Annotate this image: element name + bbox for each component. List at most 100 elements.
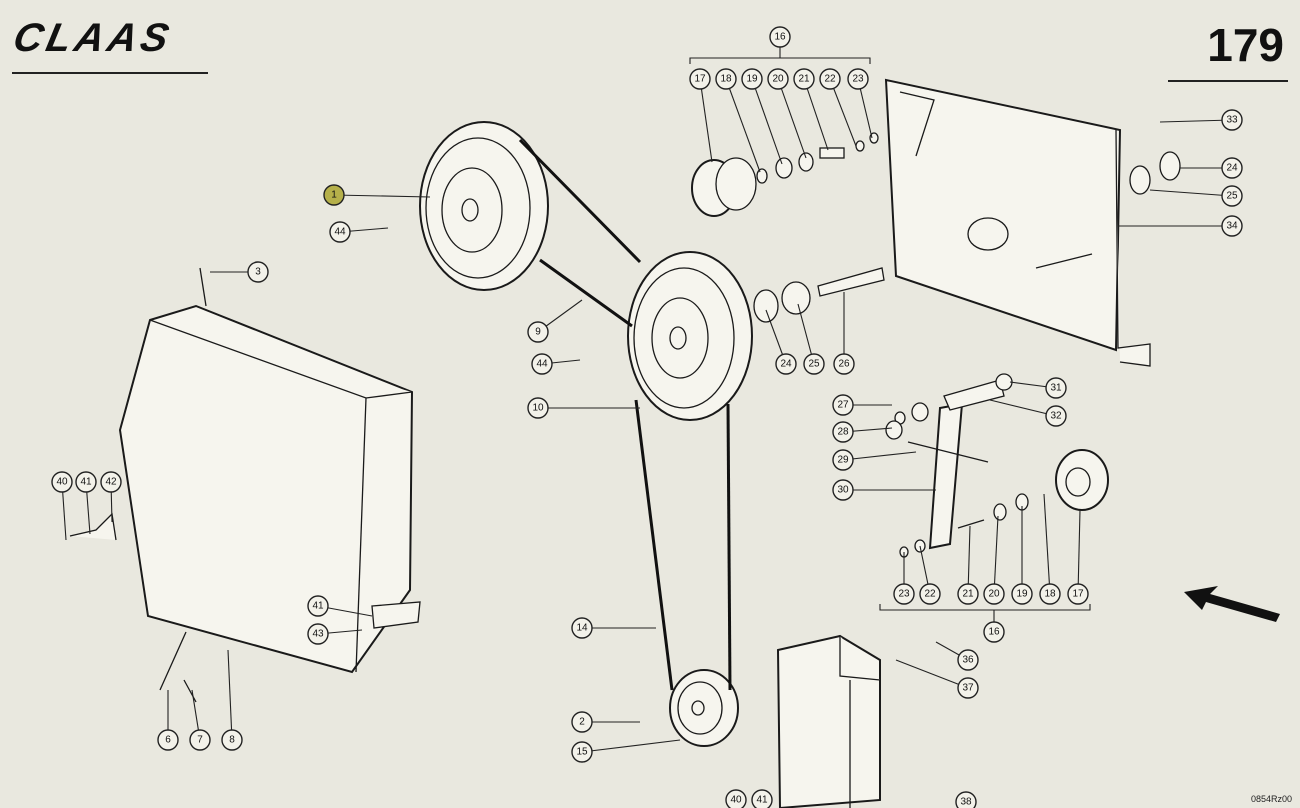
- callout-label: 17: [1072, 589, 1084, 600]
- callout-c16a[interactable]: 16: [769, 26, 791, 48]
- header-rule-right: [1168, 80, 1288, 82]
- callout-label: 43: [312, 629, 324, 640]
- leader-c21a: [803, 78, 829, 151]
- callout-label: 14: [576, 623, 588, 634]
- callout-c44b[interactable]: 44: [531, 353, 553, 375]
- callout-c22b[interactable]: 22: [919, 583, 941, 605]
- callout-c18a[interactable]: 18: [715, 68, 737, 90]
- callout-label: 41: [756, 795, 768, 806]
- callout-label: 19: [1016, 589, 1028, 600]
- callout-label: 24: [780, 359, 792, 370]
- callout-label: 16: [988, 627, 1000, 638]
- callout-label: 34: [1226, 221, 1238, 232]
- callout-c20b[interactable]: 20: [983, 583, 1005, 605]
- callout-c40[interactable]: 40: [51, 471, 73, 493]
- callout-label: 17: [694, 74, 706, 85]
- callout-c31[interactable]: 31: [1045, 377, 1067, 399]
- callout-c14[interactable]: 14: [571, 617, 593, 639]
- callout-c25a[interactable]: 25: [803, 353, 825, 375]
- callout-label: 3: [255, 267, 261, 278]
- callout-c7[interactable]: 7: [189, 729, 211, 751]
- leader-c29: [842, 451, 917, 461]
- callout-c41b[interactable]: 41: [307, 595, 329, 617]
- callout-c29[interactable]: 29: [832, 449, 854, 471]
- callout-c44a[interactable]: 44: [329, 221, 351, 243]
- callout-c33[interactable]: 33: [1221, 109, 1243, 131]
- callout-c6[interactable]: 6: [157, 729, 179, 751]
- callout-c17a[interactable]: 17: [689, 68, 711, 90]
- callout-label: 29: [837, 455, 849, 466]
- callout-label: 41: [80, 477, 92, 488]
- callout-c27[interactable]: 27: [832, 394, 854, 416]
- leader-c18b: [1043, 493, 1051, 595]
- leader-c21b: [967, 525, 971, 595]
- group-16-bracket-top: [689, 57, 871, 64]
- callout-c2[interactable]: 2: [571, 711, 593, 733]
- callout-label: 22: [824, 74, 836, 85]
- callout-label: 32: [1050, 411, 1062, 422]
- leader-c22a: [829, 78, 857, 147]
- callout-c8[interactable]: 8: [221, 729, 243, 751]
- callout-c21a[interactable]: 21: [793, 68, 815, 90]
- callout-label: 20: [772, 74, 784, 85]
- callout-c41c[interactable]: 41: [751, 789, 773, 808]
- callout-c19a[interactable]: 19: [741, 68, 763, 90]
- callout-label: 26: [838, 359, 850, 370]
- callout-label: 24: [1226, 163, 1238, 174]
- callout-label: 44: [334, 227, 346, 238]
- guard-panel: [69, 267, 421, 703]
- callout-label: 30: [837, 485, 849, 496]
- middle-pulley: [627, 251, 753, 421]
- callout-c21b[interactable]: 21: [957, 583, 979, 605]
- reference-code: 0854Rz00: [1250, 794, 1292, 804]
- callout-c18b[interactable]: 18: [1039, 583, 1061, 605]
- lower-pulley: [669, 669, 739, 747]
- callout-c32[interactable]: 32: [1045, 405, 1067, 427]
- shaft-bearing-right: [753, 151, 1181, 323]
- callout-c24a[interactable]: 24: [775, 353, 797, 375]
- callout-c30[interactable]: 30: [832, 479, 854, 501]
- callout-label: 40: [730, 795, 742, 806]
- callout-c22a[interactable]: 22: [819, 68, 841, 90]
- leader-c17a: [699, 78, 713, 163]
- callout-c16b[interactable]: 16: [983, 621, 1005, 643]
- callout-label: 15: [576, 747, 588, 758]
- lower-cover-box: [776, 634, 881, 808]
- callout-c41a[interactable]: 41: [75, 471, 97, 493]
- callout-label: 16: [774, 32, 786, 43]
- callout-c24b[interactable]: 24: [1221, 157, 1243, 179]
- leader-c17b: [1077, 509, 1081, 595]
- callout-c28[interactable]: 28: [832, 421, 854, 443]
- callout-label: 20: [988, 589, 1000, 600]
- callout-label: 8: [229, 735, 235, 746]
- leader-c8: [227, 649, 233, 741]
- callout-label: 18: [720, 74, 732, 85]
- callout-label: 40: [56, 477, 68, 488]
- callout-c15[interactable]: 15: [571, 741, 593, 763]
- leader-c20b: [993, 515, 999, 595]
- callout-c10[interactable]: 10: [527, 397, 549, 419]
- callout-c9[interactable]: 9: [527, 321, 549, 343]
- callout-c19b[interactable]: 19: [1011, 583, 1033, 605]
- callout-c3[interactable]: 3: [247, 261, 269, 283]
- callout-c37[interactable]: 37: [957, 677, 979, 699]
- callout-label: 10: [532, 403, 544, 414]
- callout-c36[interactable]: 36: [957, 649, 979, 671]
- callout-c42[interactable]: 42: [100, 471, 122, 493]
- callout-c26[interactable]: 26: [833, 353, 855, 375]
- callout-c17b[interactable]: 17: [1067, 583, 1089, 605]
- callout-c34[interactable]: 34: [1221, 215, 1243, 237]
- callout-label: 25: [1226, 191, 1238, 202]
- callout-c23a[interactable]: 23: [847, 68, 869, 90]
- callout-label: 6: [165, 735, 171, 746]
- callout-c25b[interactable]: 25: [1221, 185, 1243, 207]
- callout-c23b[interactable]: 23: [893, 583, 915, 605]
- callout-c40b[interactable]: 40: [725, 789, 747, 808]
- callout-c38[interactable]: 38: [955, 791, 977, 808]
- callout-label: 37: [962, 683, 974, 694]
- mounting-plate: [884, 78, 1151, 367]
- callout-c20a[interactable]: 20: [767, 68, 789, 90]
- callout-c1[interactable]: 1: [323, 184, 345, 206]
- callout-c43[interactable]: 43: [307, 623, 329, 645]
